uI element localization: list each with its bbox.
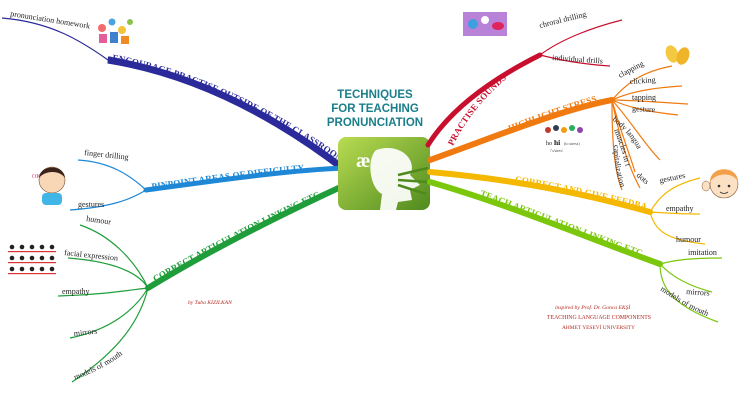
speaking-head-logo-icon: æ xyxy=(338,137,430,210)
girl-ok-illustration-icon: OK xyxy=(32,166,66,205)
leaf-pronunciation-homework: pronunciation homework xyxy=(10,9,91,31)
branch-label-highlight: HIGHLIGHT STRESS xyxy=(507,94,598,134)
homework-illustration-icon xyxy=(95,15,135,45)
leaf-empathy-right: empathy xyxy=(666,204,694,213)
title-line-2: FOR TEACHING xyxy=(331,103,419,115)
leaf-humour-right: humour xyxy=(676,235,701,244)
leaf-gestures-right: gestures xyxy=(659,171,687,185)
leaf-models-of-mouth-left: models of mouth xyxy=(72,349,123,382)
leaf-gesture: gesture xyxy=(632,104,656,114)
stress-word-stressed: hi xyxy=(554,138,560,147)
branch-encourage: ENCOURAGE PRACTISE OUTSIDE OF THE CLASSR… xyxy=(1,9,349,174)
svg-text:OK: OK xyxy=(32,174,41,180)
center-title: TECHNIQUES FOR TEACHING PRONUNCIATION xyxy=(327,89,423,129)
leaf-mirrors-left: mirrors xyxy=(73,327,97,338)
logo-symbol: æ xyxy=(356,150,370,172)
title-line-1: TECHNIQUES xyxy=(337,89,413,101)
leaf-tapping: tapping xyxy=(632,93,656,102)
leaf-clicking: clicking xyxy=(630,75,656,86)
leaf-finger-drilling: finger drilling xyxy=(84,148,129,162)
title-line-3: PRONUNCIATION xyxy=(327,117,423,129)
leaf-individual-drills: individual drills xyxy=(552,53,603,66)
leaf-mirrors-right: mirrors xyxy=(686,287,710,298)
leaf-gestures-left: gestures xyxy=(78,200,104,209)
leaf-humour-left: humour xyxy=(86,214,112,226)
feedback-person-illustration-icon xyxy=(701,169,739,199)
branch-correct-left: CORRECT ARTICULATION,LINKING ETC. humour… xyxy=(57,182,348,383)
branch-teach: TEACH ARTICULATION,LINKING ETC.. imitati… xyxy=(427,179,723,323)
clapping-hands-icon xyxy=(665,45,690,65)
stress-word-illustration: ho hi (to stress) /'ʌ'stres/ xyxy=(545,125,583,153)
speaking-mouth-illustration-icon xyxy=(463,12,507,36)
branch-label-pinpoint: PINPOINT AREAS OF DIFFICULTY xyxy=(151,163,305,192)
credit-course: TEACHING LANGUAGE COMPONENTS xyxy=(547,315,651,321)
leaf-chroral-drilling: chroral drilling xyxy=(538,10,587,30)
stress-word-prefix: ho xyxy=(546,141,552,147)
leaf-imitation: imitation xyxy=(688,248,717,257)
credit-university: AHMET YESEVİ UNIVERSITY xyxy=(562,324,635,331)
facial-expressions-icon xyxy=(8,244,56,275)
stress-word-ipa: /'ʌ'stres/ xyxy=(550,148,564,153)
branch-label-correct-left: CORRECT ARTICULATION,LINKING ETC. xyxy=(151,188,324,284)
stress-word-tail: (to stress) xyxy=(564,141,580,146)
credit-inspired: inspired by Prof. Dr. Gonca EKŞİ xyxy=(555,304,631,311)
leaf-empathy-left: empathy xyxy=(62,287,90,296)
credit-author: by Tuba KIZILKAN xyxy=(188,300,232,306)
